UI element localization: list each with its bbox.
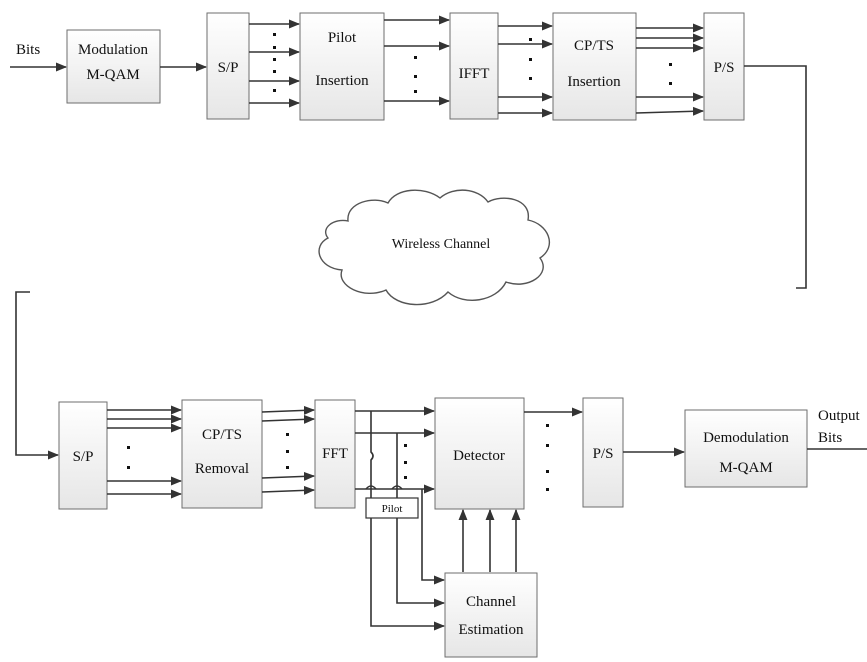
tx-sp-label: S/P xyxy=(218,60,239,76)
tx-sp-dot xyxy=(273,33,276,36)
rx-cpts-removal-label-2: Removal xyxy=(195,461,249,477)
tx-pilot-dot xyxy=(414,90,417,93)
rx-fft-block: FFT xyxy=(314,399,356,509)
tx-pilot-insertion-label-1: Pilot xyxy=(328,30,357,46)
tx-pilot-insertion-block: Pilot Insertion xyxy=(299,12,385,121)
rx-detector-dot xyxy=(546,424,549,427)
rx-output-label-1: Output xyxy=(818,408,861,424)
tx-sp-dot xyxy=(273,46,276,49)
rx-demodulation-box xyxy=(684,409,808,488)
tx-modulation-label-2: M-QAM xyxy=(86,67,139,83)
channel-label: Wireless Channel xyxy=(392,237,491,252)
cloud-shape xyxy=(318,189,551,306)
rx-channel-estimation-label-1: Channel xyxy=(466,594,516,610)
tx-ifft-dot xyxy=(529,58,532,61)
tx-cpts-out-5 xyxy=(635,106,705,116)
tx-sp-block: S/P xyxy=(206,12,250,120)
transmitter-chain: Bits Modulation M-QAM S/P Pilot Insertio… xyxy=(10,12,807,289)
rx-detector-label: Detector xyxy=(453,448,505,464)
rx-fft-dot xyxy=(404,461,407,464)
tx-pilot-insertion-label-2: Insertion xyxy=(315,73,369,89)
tx-modulation-box xyxy=(66,29,161,104)
tx-input-label: Bits xyxy=(16,42,40,58)
rx-demodulation-label-2: M-QAM xyxy=(719,460,772,476)
tx-ps-label: P/S xyxy=(714,60,735,76)
rx-cpts-out-1 xyxy=(261,405,316,415)
rx-fft-box xyxy=(314,399,356,509)
pilot-box xyxy=(365,497,419,519)
tx-pilot-insertion-box xyxy=(299,12,385,121)
tx-modulation-label-1: Modulation xyxy=(78,42,148,58)
rx-cpts-dot xyxy=(286,450,289,453)
rx-channel-estimation-block: Channel Estimation xyxy=(444,572,538,658)
tx-sp-dot xyxy=(273,70,276,73)
tx-cpts-insertion-box xyxy=(552,12,637,121)
rx-channel-estimation-box xyxy=(444,572,538,658)
channel-to-rx-line xyxy=(15,291,60,460)
rx-output-label-2: Bits xyxy=(818,430,842,446)
tx-ps-block: P/S xyxy=(703,12,745,121)
rx-demodulation-label-1: Demodulation xyxy=(703,430,789,446)
rx-cpts-out-3 xyxy=(261,471,316,481)
tx-to-channel-line xyxy=(744,65,807,289)
rx-sp-block: S/P xyxy=(58,401,108,510)
pilot-label: Pilot xyxy=(382,503,403,515)
rx-sp-dot xyxy=(127,466,130,469)
rx-ps-label: P/S xyxy=(593,446,614,462)
tx-ps-box xyxy=(703,12,745,121)
rx-cpts-dot xyxy=(286,433,289,436)
rx-fft-dot xyxy=(404,476,407,479)
rx-detector-dot xyxy=(546,444,549,447)
tx-cpts-insertion-block: CP/TS Insertion xyxy=(552,12,637,121)
tx-ifft-box xyxy=(449,12,499,120)
rx-cpts-out-4 xyxy=(261,485,316,495)
rx-fft-label: FFT xyxy=(322,446,348,462)
rx-ps-block: P/S xyxy=(582,397,624,508)
rx-cpts-out-2 xyxy=(261,414,316,424)
rx-channel-estimation-label-2: Estimation xyxy=(459,622,524,638)
rx-sp-label: S/P xyxy=(73,449,94,465)
tx-modulation-block: Modulation M-QAM xyxy=(66,29,161,104)
tx-pilot-dot xyxy=(414,56,417,59)
tx-sp-dot xyxy=(273,89,276,92)
rx-cpts-removal-box xyxy=(181,399,263,509)
rx-ps-box xyxy=(582,397,624,508)
tx-ifft-block: IFFT xyxy=(449,12,499,120)
tx-ifft-dot xyxy=(529,77,532,80)
rx-detector-box xyxy=(434,397,525,510)
tx-pilot-dot xyxy=(414,75,417,78)
tx-sp-dot xyxy=(273,58,276,61)
rx-cpts-removal-block: CP/TS Removal xyxy=(181,399,263,509)
rx-cpts-removal-label-1: CP/TS xyxy=(202,427,242,443)
receiver-chain: S/P CP/TS Removal FFT xyxy=(15,291,867,658)
rx-detector-dot xyxy=(546,488,549,491)
tx-cpts-insertion-label-1: CP/TS xyxy=(574,38,614,54)
rx-sp-box xyxy=(58,401,108,510)
line-crossover xyxy=(391,485,403,490)
line-crossover xyxy=(365,485,377,490)
pilot-tap-1 xyxy=(370,411,446,631)
rx-sp-dot xyxy=(127,446,130,449)
pilot-tap-2 xyxy=(396,433,446,608)
tx-ifft-dot xyxy=(529,38,532,41)
wireless-channel: Wireless Channel xyxy=(318,189,551,306)
rx-detector-dot xyxy=(546,470,549,473)
tx-cpts-dot xyxy=(669,63,672,66)
pilot-tap-3 xyxy=(421,489,446,585)
tx-sp-box xyxy=(206,12,250,120)
tx-cpts-dot xyxy=(669,82,672,85)
rx-demodulation-block: Demodulation M-QAM xyxy=(684,409,808,488)
tx-ifft-label: IFFT xyxy=(459,66,490,82)
rx-fft-dot xyxy=(404,444,407,447)
rx-cpts-dot xyxy=(286,466,289,469)
tx-cpts-insertion-label-2: Insertion xyxy=(567,74,621,90)
pilot-label-box: Pilot xyxy=(365,497,419,519)
rx-detector-block: Detector xyxy=(434,397,525,510)
